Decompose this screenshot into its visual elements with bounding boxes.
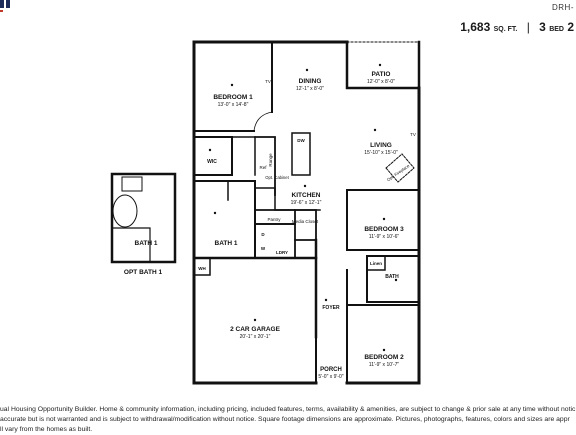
bedroom1-label: BEDROOM 1 [213,94,253,101]
kitchen-label: KITCHEN [292,192,321,199]
opt-bath-tub [112,194,138,228]
sqft-unit: SQ. FT. [493,26,518,33]
bedroom3-label: BEDROOM 3 [364,226,404,233]
porch-dims: 5'-0" x 9'-0" [318,374,343,380]
media-closet-label: Media Closet [292,219,319,224]
wic-walls [193,136,233,176]
beds-unit: BED [549,26,564,33]
media-closet-walls [294,209,317,241]
specs-separator: | [526,20,530,34]
closet-walls [231,136,256,176]
porch-label: PORCH [320,367,342,373]
opt-bath1-label: BATH 1 [135,240,158,247]
dw-label: DW [297,138,305,143]
home-specs: 1,683 SQ. FT. | 3 BED 2 [460,20,574,34]
tv-label-living: TV [410,132,416,137]
beds-value: 3 [539,20,546,34]
wic-label: WIC [207,159,217,165]
light-dot [303,184,307,188]
bedroom1-door-arc [253,111,273,132]
tv-label-bedroom: TV [265,79,271,84]
fireplace [385,153,415,183]
porch-wall [315,336,348,384]
baths-value: 2 [567,20,574,34]
light-dot [394,278,398,282]
bath-label: BATH [385,274,399,280]
legal-disclaimer: ual Housing Opportunity Builder. Home & … [0,405,576,435]
light-dot [208,148,212,152]
kitchen-wall [254,136,276,196]
disclaimer-line: ual Housing Opportunity Builder. Home & … [0,406,576,413]
bath-walls [366,255,420,303]
kitchen-island [291,132,311,176]
garage-dims: 20'-1" x 20'-1" [240,334,271,340]
living-dims: 15'-10" x 15'-0" [364,150,398,156]
wh-closet [193,257,211,276]
opt-cabinet-label: Opt. Cabinet [265,175,289,180]
wh-label: WH [198,266,206,271]
light-dot [213,211,217,215]
linen-label: Linen [370,261,382,266]
light-dot [382,348,386,352]
bedroom2-dims: 11'-9" x 10'-7" [369,362,400,368]
light-dot [230,83,234,87]
light-dot [382,217,386,221]
bath1-label: BATH 1 [215,240,238,247]
exterior-wall-patio [345,40,421,90]
range-label: Range [268,153,273,167]
disclaimer-line: accurate but is not warranted and is sub… [0,416,570,423]
dryer-label: D [261,232,265,237]
patio-dims: 12'-0" x 8'-0" [367,79,395,85]
laundry-label: LDRY [276,250,288,255]
light-dot [253,318,257,322]
sqft-value: 1,683 [460,20,491,34]
opt-bath-shower [121,176,143,192]
garage-label: 2 CAR GARAGE [230,326,281,333]
plan-code: DRH- [552,3,574,12]
opt-bath-outline [110,172,177,264]
dining-dims: 12'-1" x 8'-0" [296,86,324,92]
opt-bath-caption: OPT BATH 1 [124,269,163,276]
bedroom1-dims: 13'-0" x 14'-8" [218,102,249,108]
ref-label: Ref [259,165,267,170]
light-dot [373,128,377,132]
opt-bath-inner [111,227,151,263]
washer-label: W [261,246,266,251]
dining-label: DINING [299,78,322,85]
bedroom3-dims: 11'-9" x 10'-6" [369,234,400,240]
disclaimer-line: ll vary from the homes as built. [0,426,93,433]
foyer-label: FOYER [322,305,340,311]
light-dot [378,63,382,67]
patio-label: PATIO [372,71,391,78]
bedroom2-label: BEDROOM 2 [364,354,404,361]
logo-fragment [0,0,12,14]
linen-walls [366,255,386,271]
patio-outline [346,41,420,89]
pantry-label: Pantry [267,217,281,222]
kitchen-dims: 19'-6" x 12'-1" [291,200,322,206]
living-label: LIVING [370,142,392,149]
light-dot [305,68,309,72]
light-dot [324,298,328,302]
